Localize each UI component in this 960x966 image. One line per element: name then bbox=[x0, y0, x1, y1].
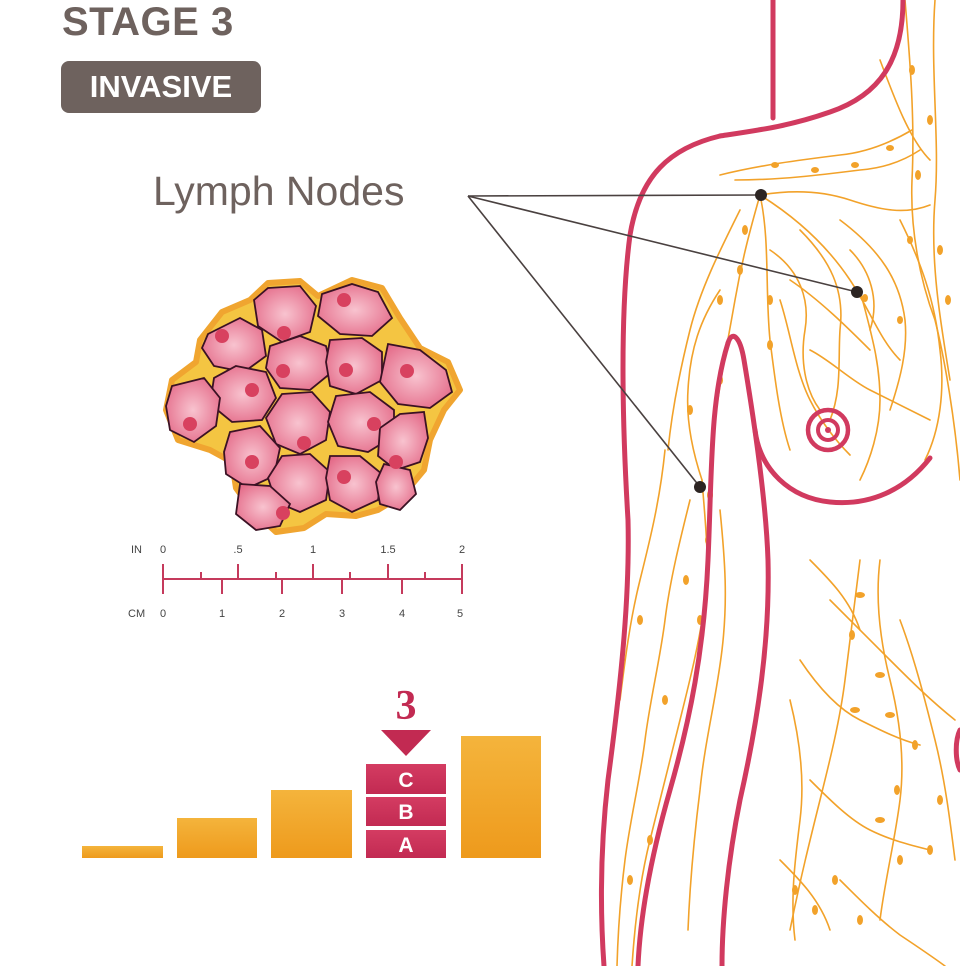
ruler-in-tick: 1.5 bbox=[380, 544, 395, 556]
nipple-icon bbox=[805, 407, 851, 453]
ruler-cm-tick: 3 bbox=[339, 608, 345, 620]
node-marker-breast bbox=[851, 286, 863, 298]
stage-bars: C B A 3 bbox=[82, 683, 541, 858]
lymph-node-markers bbox=[694, 189, 863, 493]
node-marker-arm bbox=[694, 481, 706, 493]
ruler-cm-tick: 2 bbox=[279, 608, 285, 620]
stage-bar-2 bbox=[177, 818, 257, 858]
callout-lines bbox=[467, 194, 858, 488]
current-stage-number: 3 bbox=[396, 683, 417, 729]
sub-stage-a-label: A bbox=[398, 834, 413, 857]
stage-bar-current: C B A bbox=[366, 764, 446, 858]
invasive-badge: INVASIVE bbox=[61, 61, 261, 113]
sub-stage-b bbox=[366, 797, 446, 826]
hexagonal-cell-cluster-icon bbox=[163, 277, 463, 535]
ruler-cm-tick: 5 bbox=[457, 608, 463, 620]
ruler-cm-tick: 0 bbox=[160, 608, 166, 620]
sub-stage-a bbox=[366, 830, 446, 858]
ruler-in-tick: 2 bbox=[459, 544, 465, 556]
down-arrow-icon bbox=[381, 730, 431, 756]
sub-stage-c bbox=[366, 764, 446, 794]
sub-stage-c-label: C bbox=[398, 769, 413, 792]
ruler-cm-label: CM bbox=[128, 608, 145, 620]
ruler-cm-tick: 1 bbox=[219, 608, 225, 620]
sub-stage-b-label: B bbox=[398, 801, 413, 824]
stage-bar-5 bbox=[461, 736, 541, 858]
body-outline-icon bbox=[598, 0, 960, 966]
ruler-in-label: IN bbox=[131, 544, 142, 556]
ruler-cm-tick: 4 bbox=[399, 608, 405, 620]
ruler: IN CM 0 .5 1 1.5 2 0 1 2 3 4 5 bbox=[128, 544, 465, 620]
ruler-in-tick: 0 bbox=[160, 544, 166, 556]
lymph-vessel-icon bbox=[616, 0, 960, 966]
ruler-in-tick: 1 bbox=[310, 544, 316, 556]
lymph-node-dots bbox=[627, 65, 951, 925]
lymph-nodes-label: Lymph Nodes bbox=[153, 168, 405, 214]
stage-bar-1 bbox=[82, 846, 163, 858]
node-marker-armpit bbox=[755, 189, 767, 201]
stage-bar-4-top bbox=[271, 790, 352, 858]
stage-title: STAGE 3 bbox=[62, 0, 234, 44]
ruler-in-tick: .5 bbox=[233, 544, 242, 556]
